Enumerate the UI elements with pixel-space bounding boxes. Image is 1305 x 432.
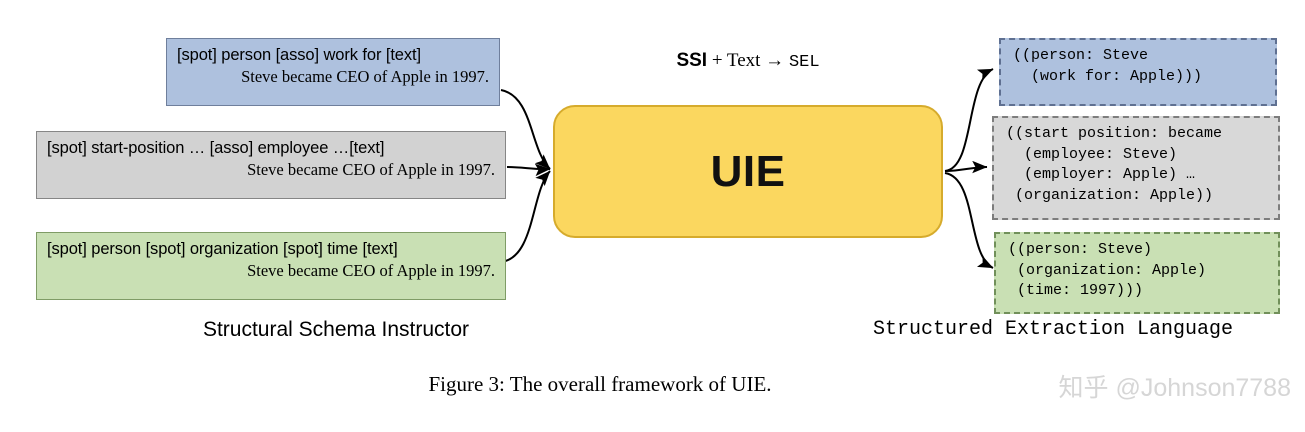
- ssi-sentence-blue: Steve became CEO of Apple in 1997.: [241, 67, 489, 87]
- arrow-uie-to-sel-blue: [944, 68, 994, 172]
- ssi-sentence-green: Steve became CEO of Apple in 1997.: [247, 261, 495, 281]
- headline-middle-token: + Text →: [707, 50, 789, 71]
- arrow-ssi-green-to-uie: [500, 170, 551, 263]
- headline-sel-token: SEL: [788, 53, 820, 72]
- ssi-box-blue: [spot] person [asso] work for [text] Ste…: [166, 38, 500, 106]
- ssi-schema-blue: [spot] person [asso] work for [text]: [177, 46, 422, 64]
- figure-caption: Figure 3: The overall framework of UIE.: [428, 372, 772, 396]
- sel-box-gray: ((start position: became (employee: Stev…: [992, 116, 1280, 220]
- arrow-ssi-gray-to-uie: [506, 163, 551, 177]
- sel-caption: Structured Extraction Language: [872, 318, 1234, 341]
- arrow-ssi-blue-to-uie: [500, 89, 551, 170]
- ssi-schema-green: [spot] person [spot] organization [spot]…: [47, 240, 398, 258]
- watermark: 知乎 @Johnson7788: [1058, 374, 1291, 402]
- ssi-sentence-gray: Steve became CEO of Apple in 1997.: [247, 160, 495, 180]
- headline-ssi-token: SSI: [676, 50, 708, 71]
- sel-box-green: ((person: Steve) (organization: Apple) (…: [994, 232, 1280, 314]
- ssi-caption: Structural Schema Instructor: [202, 318, 470, 341]
- headline-ssi-text-to-sel: SSI + Text → SEL: [553, 50, 943, 72]
- uie-model-label: UIE: [710, 146, 786, 196]
- uie-model-box: UIE: [553, 105, 943, 238]
- arrow-uie-to-sel-green: [944, 172, 994, 269]
- ssi-box-green: [spot] person [spot] organization [spot]…: [36, 232, 506, 300]
- sel-box-blue: ((person: Steve (work for: Apple))): [999, 38, 1277, 106]
- arrow-uie-to-sel-gray: [944, 160, 988, 174]
- ssi-box-gray: [spot] start-position … [asso] employee …: [36, 131, 506, 199]
- ssi-schema-gray: [spot] start-position … [asso] employee …: [47, 139, 385, 157]
